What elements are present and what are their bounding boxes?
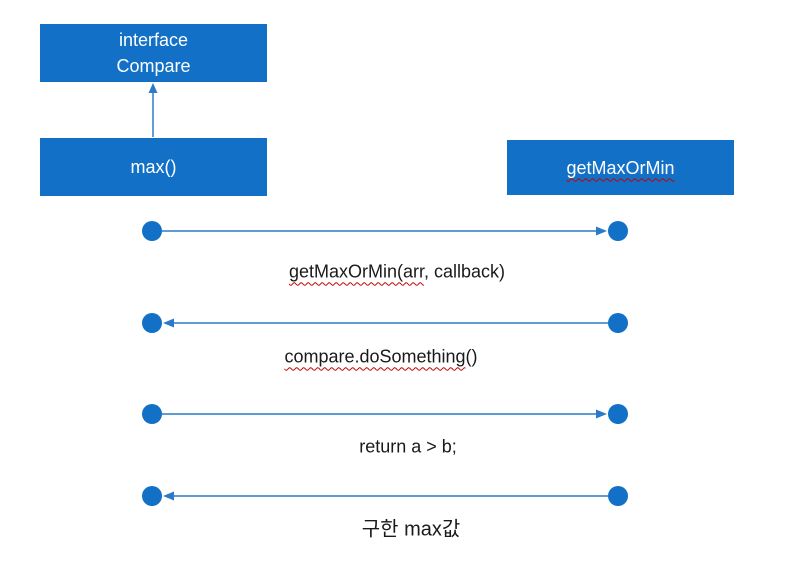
message-3-plain-text: return a > b; [359, 436, 457, 457]
arrowhead-right [596, 409, 607, 419]
getmaxormin-label: getMaxOrMin [566, 157, 675, 178]
endpoint-dot [142, 313, 162, 333]
message-arrow-2 [142, 313, 628, 333]
endpoint-dot [142, 221, 162, 241]
arrowhead-left [163, 491, 174, 501]
message-arrow-1 [142, 221, 628, 241]
endpoint-dot [608, 221, 628, 241]
endpoint-dot [608, 404, 628, 424]
box-max: max() [40, 138, 267, 196]
message-1-plain-text: , callback) [424, 261, 506, 282]
message-arrow-3 [142, 404, 628, 424]
arrowhead-right [596, 226, 607, 236]
arrowhead-left [163, 318, 174, 328]
message-4-plain-text: 구한 max값 [361, 518, 461, 541]
interface-label-line2: Compare [116, 56, 191, 76]
message-arrow-4 [142, 486, 628, 506]
inheritance-connector [148, 83, 158, 137]
message-1-misspelled-text: getMaxOrMin(arr [288, 261, 424, 282]
message-2-plain-text: () [465, 346, 478, 367]
endpoint-dot [142, 486, 162, 506]
endpoint-dot [608, 313, 628, 333]
endpoint-dot [142, 404, 162, 424]
message-label-2: compare.doSomething() [284, 347, 477, 368]
message-2-misspelled-text: compare.doSomething [284, 346, 466, 367]
arrowhead-up [148, 83, 158, 93]
max-label: max() [130, 157, 177, 177]
endpoint-dot [608, 486, 628, 506]
message-label-1: getMaxOrMin(arr, callback) [289, 262, 505, 283]
box-getmaxormin: getMaxOrMin [507, 140, 734, 195]
box-interface-compare: interface Compare [40, 24, 267, 82]
interface-label-line1: interface [118, 30, 189, 50]
message-label-4: 구한 max값 [362, 513, 461, 542]
message-label-3: return a > b; [359, 437, 457, 458]
